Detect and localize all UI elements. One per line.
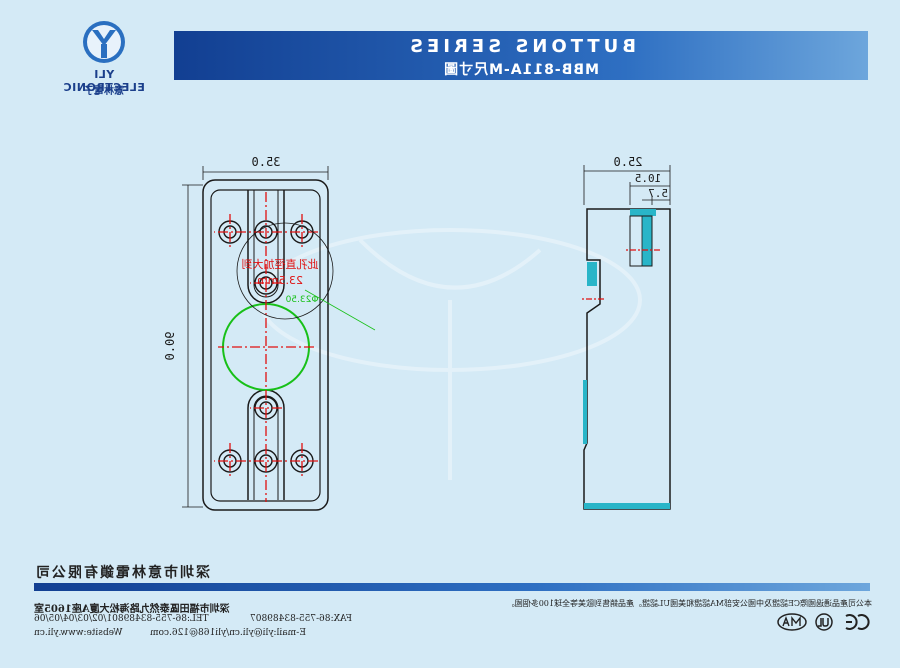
step-dimension-label: 10.5 [635,172,662,185]
ce-mark-icon [845,614,870,630]
side-dimensions [583,165,671,205]
annotation-leader [304,289,376,331]
annotation-callout-circle [236,222,334,320]
footer-address: 深圳市福田區泰然九路海松大廈A座1605室 [34,604,230,615]
depth-dimension-label: 25.0 [614,155,643,169]
certification-icons [777,613,870,631]
width-dimension-label: 35.0 [252,155,281,169]
mount-pocket [629,215,653,267]
footer-website: Website:www.yli.cn [34,628,123,638]
width-dimension [202,166,329,180]
watermark-logo [258,228,642,480]
diameter-label: Φ23.50 [285,295,318,305]
faceplate-outer-outline [202,179,329,511]
footer-fax: FAX:86-755-83489807 [250,614,352,624]
section-hatch [583,209,670,509]
annotation: 此孔直徑加大到 23.5mm Φ23.50 [236,222,376,331]
side-centerlines [582,249,660,300]
footer-disclaimer: 本公司產品通過國際CE認證及中國公安部MA認證和美國UL認證。產品銷售到歐美等全… [506,599,872,608]
height-dimension [182,184,203,508]
ul-mark-icon [815,613,833,631]
company-logo: YLI ELECTRONIC 意林電子 [54,20,154,100]
footer-email: E-mail:yli@yli.cn/yli168@126.com [150,628,306,638]
annotation-line1: 此孔直徑加大到 [242,257,319,271]
height-dimension-label: 90.0 [163,332,177,361]
footer-tel: TEL:86-755-83489801/02/03/04/05/06 [34,614,209,624]
front-view: 35.0 90.0 [163,155,329,511]
yli-logo-icon [83,21,125,63]
ma-mark-icon [777,613,807,631]
side-view: 25.0 10.5 5.7 [582,155,671,510]
hole-offset-dimension-label: 5.7 [648,187,668,200]
annotation-line2: 23.5mm [257,274,303,287]
footer-divider [34,583,870,591]
centerlines [214,192,318,502]
footer-company-name: 深圳市意林電鎖有限公司 [34,565,210,581]
